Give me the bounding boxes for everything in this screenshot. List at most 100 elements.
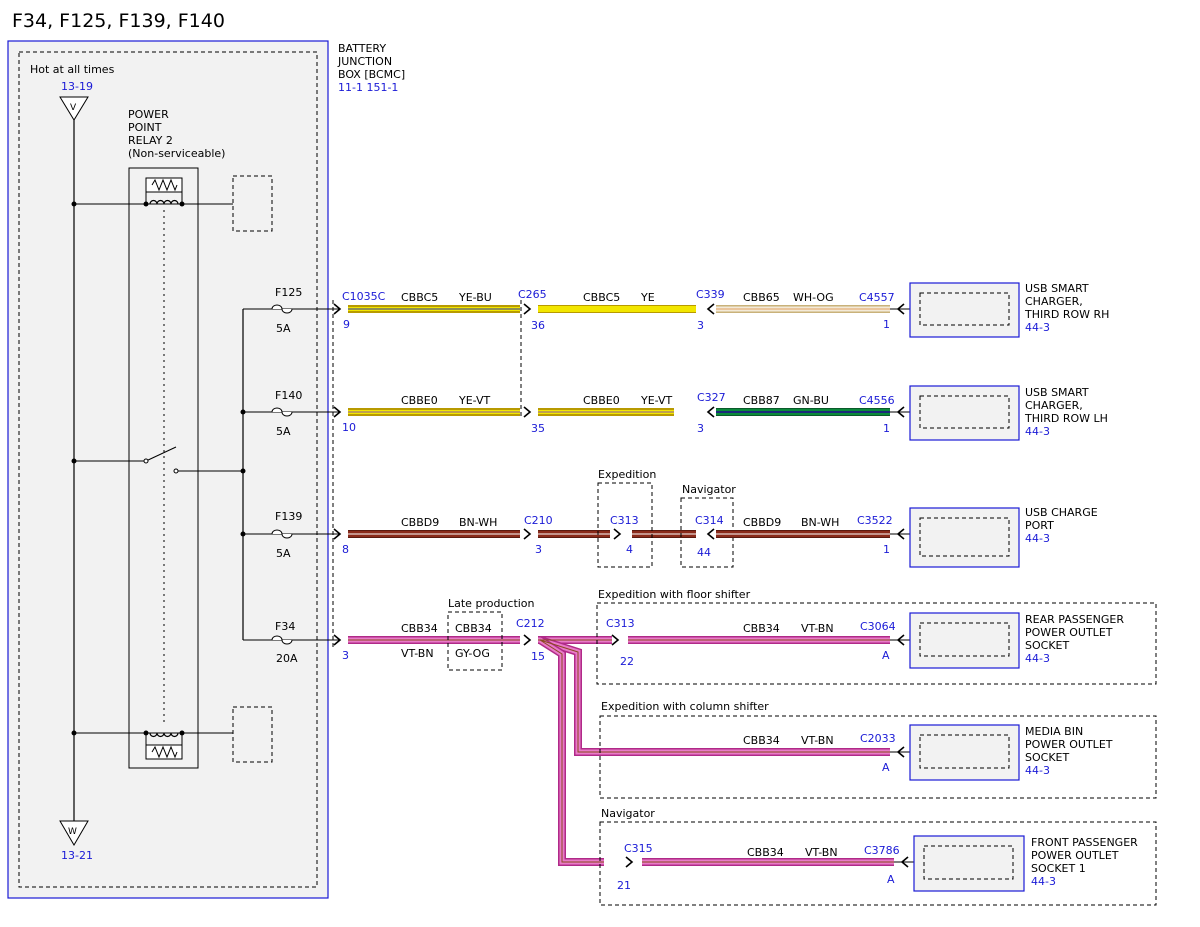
late-production-color: GY-OG xyxy=(455,647,490,660)
component-ref: 44-3 xyxy=(1025,652,1050,665)
bjb-refs: 11-1 151-1 xyxy=(338,81,398,94)
component-ref: 44-3 xyxy=(1025,425,1050,438)
bjb-label-2: JUNCTION xyxy=(337,55,392,68)
group-navigator xyxy=(599,821,1157,906)
row1-seg1-circuit: CBBC5 xyxy=(401,291,438,304)
v-terminal-icon xyxy=(59,96,89,121)
fuse-f34: F34 20A xyxy=(243,620,340,665)
relay-label-2: POINT xyxy=(128,121,162,134)
pin-9: 9 xyxy=(343,318,350,331)
row1-seg3-circuit: CBB65 xyxy=(743,291,780,304)
group-label: Navigator xyxy=(601,807,655,820)
relay-bottom-resistor-zigzag xyxy=(151,745,178,759)
component-label: USB CHARGE xyxy=(1025,506,1098,519)
pin-a: A xyxy=(887,873,895,886)
connector-c2033: C2033 xyxy=(860,732,896,745)
connector-arrow-right-icon xyxy=(523,406,532,418)
connector-arrow-right-icon xyxy=(333,528,342,540)
component-label: REAR PASSENGER xyxy=(1025,613,1124,626)
fuse-icon xyxy=(271,529,293,539)
expedition-label: Expedition xyxy=(598,468,656,481)
fuse-name: F139 xyxy=(275,510,302,523)
pin-a: A xyxy=(882,649,890,662)
row3-seg1-circuit: CBBD9 xyxy=(401,516,439,529)
row2-seg2-color: YE-VT xyxy=(640,394,673,407)
fuse-icon xyxy=(271,407,293,417)
group-expedition-column-shifter xyxy=(599,715,1157,799)
component-label: POWER OUTLET xyxy=(1031,849,1119,862)
fuse-f140: F140 5A xyxy=(243,389,340,438)
switch-contact xyxy=(173,468,179,474)
wire-branch-c xyxy=(642,858,894,866)
relay-top-coil-icon xyxy=(149,199,179,205)
relay-box xyxy=(128,167,199,769)
connector-c313: C313 xyxy=(606,617,635,630)
connector-c315: C315 xyxy=(624,842,653,855)
row1-seg2-circuit: CBBC5 xyxy=(583,291,620,304)
wire-row2-seg1 xyxy=(348,408,520,416)
component-ref: 44-3 xyxy=(1025,532,1050,545)
pin-8: 8 xyxy=(342,543,349,556)
relay-node xyxy=(143,730,149,736)
connector-c3786: C3786 xyxy=(864,844,900,857)
branch-a-color: VT-BN xyxy=(801,622,834,635)
relay-bottom-control-box xyxy=(232,706,273,763)
component-label: USB SMART xyxy=(1025,282,1089,295)
component-front-passenger-outlet xyxy=(913,835,1025,892)
branch-b-color: VT-BN xyxy=(801,734,834,747)
component-label: THIRD ROW RH xyxy=(1024,308,1109,321)
branch-a-circuit: CBB34 xyxy=(743,622,780,635)
connector-arrow-left-icon xyxy=(896,746,905,758)
w-terminal-letter: W xyxy=(68,827,77,837)
relay-label-4: (Non-serviceable) xyxy=(128,147,225,160)
switch-contact xyxy=(143,458,149,464)
relay-bottom-coil-icon xyxy=(149,732,179,738)
connector-c339: C339 xyxy=(696,288,725,301)
component-label: PORT xyxy=(1025,519,1054,532)
connector-arrow-right-icon xyxy=(333,634,342,646)
relay-node xyxy=(143,201,149,207)
fuse-rating: 5A xyxy=(276,547,291,560)
fuse-rating: 5A xyxy=(276,425,291,438)
pin-4: 4 xyxy=(626,543,633,556)
relay-top-resistor-zigzag xyxy=(151,178,178,192)
pin-44: 44 xyxy=(697,546,711,559)
fuse-f139: F139 5A xyxy=(243,510,340,560)
wire-row3-seg1 xyxy=(348,530,520,538)
component-ref: 44-3 xyxy=(1025,321,1050,334)
switch-blade xyxy=(145,446,177,462)
bjb-label-1: BATTERY xyxy=(338,42,386,55)
wire-row2-seg2 xyxy=(538,408,674,416)
group-label: Expedition with floor shifter xyxy=(598,588,751,601)
pin-3: 3 xyxy=(535,543,542,556)
wire-branch-a xyxy=(628,636,890,644)
relay-node xyxy=(179,201,185,207)
branch-c-color: VT-BN xyxy=(805,846,838,859)
connector-arrow-left-icon xyxy=(896,303,905,315)
connector-c3064: C3064 xyxy=(860,620,896,633)
w-ref: 13-21 xyxy=(61,849,93,862)
expedition-c313-box xyxy=(597,482,653,568)
connector-arrow-left-icon xyxy=(900,856,909,868)
connector-arrow-right-icon xyxy=(523,528,532,540)
connector-arrow-left-icon xyxy=(706,303,715,315)
pin-3: 3 xyxy=(697,422,704,435)
fuse-icon xyxy=(271,304,293,314)
pin-1: 1 xyxy=(883,318,890,331)
pin-3: 3 xyxy=(697,319,704,332)
component-label: POWER OUTLET xyxy=(1025,738,1113,751)
branch-c-circuit: CBB34 xyxy=(747,846,784,859)
row1-seg2-color: YE xyxy=(640,291,655,304)
connector-arrow-left-icon xyxy=(896,528,905,540)
fuse-icon xyxy=(271,635,293,645)
connector-arrow-left-icon xyxy=(706,528,715,540)
component-label: CHARGER, xyxy=(1025,295,1083,308)
connector-c212: C212 xyxy=(516,617,545,630)
wire-row4-seg1 xyxy=(348,636,520,644)
group-label: Expedition with column shifter xyxy=(601,700,769,713)
late-production-circuit: CBB34 xyxy=(455,622,492,635)
relay-label-3: RELAY 2 xyxy=(128,134,173,147)
connector-arrow-left-icon xyxy=(896,634,905,646)
fuse-rating: 5A xyxy=(276,322,291,335)
wire-row4-harness xyxy=(537,636,890,866)
